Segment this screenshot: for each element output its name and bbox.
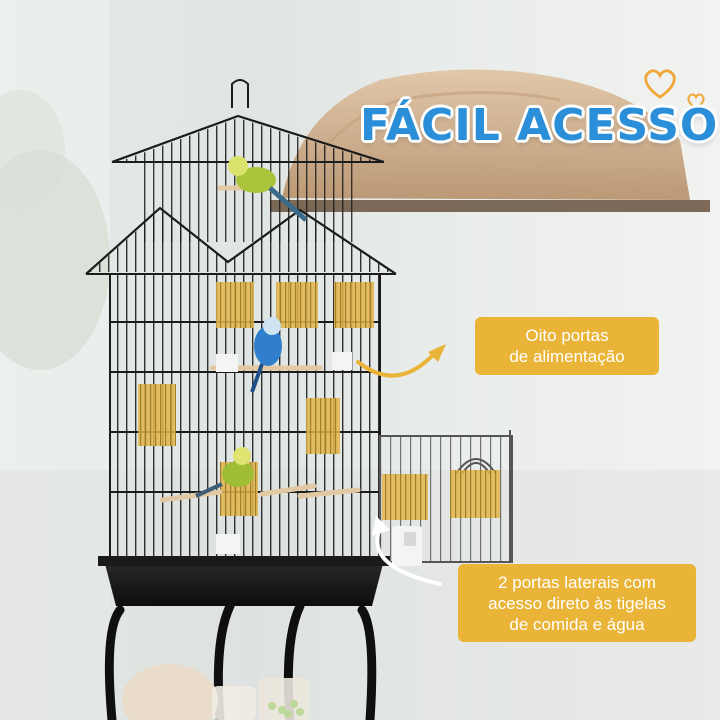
curved-arrow-icon [356, 344, 446, 378]
heart-icon [687, 93, 705, 110]
callout-line: de comida e água [509, 614, 645, 634]
curved-arrow-icon [372, 516, 442, 586]
feeding-doors-callout: Oito portas de alimentação [475, 317, 659, 375]
side-doors-callout: 2 portas laterais com acesso direto às t… [458, 564, 696, 642]
heart-icon [644, 69, 676, 99]
headline: FÁCIL ACESSO [360, 100, 719, 151]
callout-line: 2 portas laterais com [498, 572, 656, 592]
callout-line: acesso direto às tigelas [488, 593, 666, 613]
callout-line: Oito portas [525, 326, 609, 345]
callout-line: de alimentação [509, 347, 625, 366]
